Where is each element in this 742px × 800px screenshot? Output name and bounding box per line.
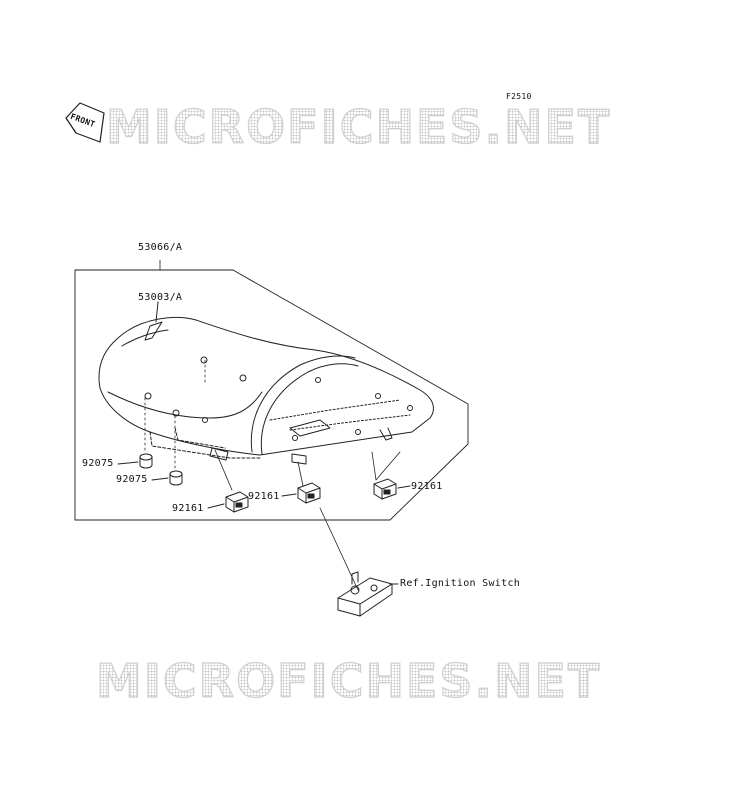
part-label-seat-assembly: 53066/A [138, 242, 183, 253]
watermark-bottom: MICROFICHES.NET [95, 654, 602, 708]
ref-ignition-switch-note: Ref.Ignition Switch [400, 578, 521, 589]
part-label-seat-pan: 53003/A [138, 292, 183, 303]
part-label-bracket-left: 92161 [172, 503, 204, 514]
ignition-lock [337, 571, 393, 617]
watermark-top: MICROFICHES.NET [105, 100, 612, 154]
bracket-left [225, 491, 249, 513]
damper-lower [169, 470, 183, 486]
front-arrow-icon [65, 102, 105, 143]
bracket-right [373, 478, 397, 500]
part-label-bracket-right: 92161 [411, 481, 443, 492]
damper-upper [139, 453, 153, 469]
part-label-bracket-center: 92161 [248, 491, 280, 502]
figure-id: F2510 [506, 92, 532, 101]
seat-shell [98, 316, 434, 465]
bracket-center [297, 482, 321, 504]
part-label-damper-upper: 92075 [82, 458, 114, 469]
part-label-damper-lower: 92075 [116, 474, 148, 485]
assembly-outline [74, 269, 469, 521]
